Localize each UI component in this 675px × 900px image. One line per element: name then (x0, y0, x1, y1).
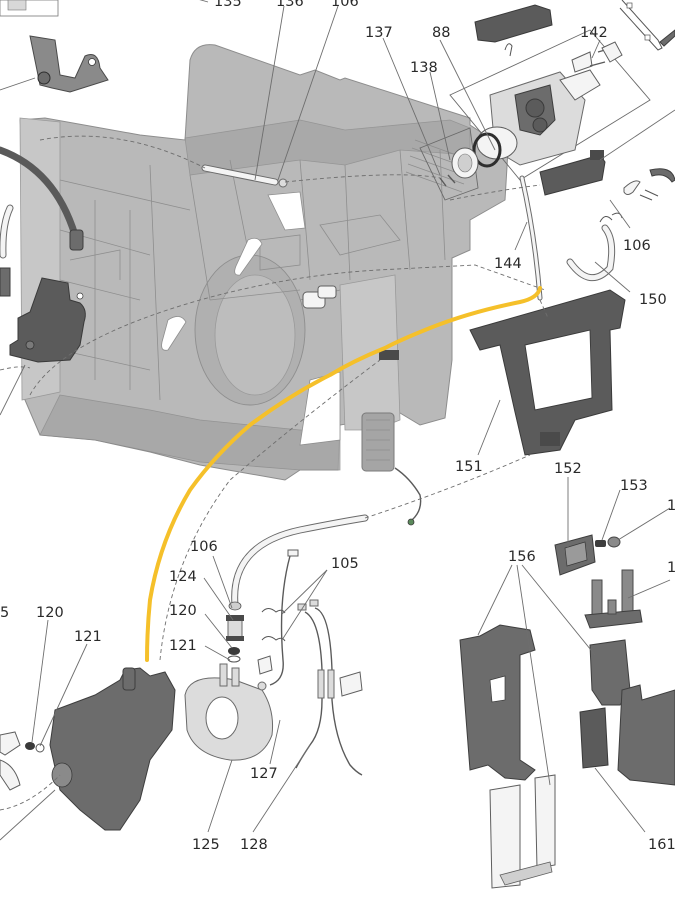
right-housing (617, 684, 675, 786)
left-dark-bracket (9, 277, 86, 363)
part-label-106-mid: 106 (190, 539, 218, 555)
part-label-128: 128 (240, 837, 268, 853)
pressure-sensor-block (361, 350, 422, 526)
part-label-106-right: 106 (623, 238, 651, 254)
cap-154 (607, 536, 621, 548)
part-labels: 135 136 106 137 88 142 138 106 144 150 1… (0, 0, 675, 853)
part-label-127: 127 (250, 766, 278, 782)
silver-tubes-156 (489, 774, 556, 889)
part-label-88: 88 (432, 25, 450, 41)
top-left-bracket-135 (29, 35, 109, 93)
connector-142 (504, 41, 623, 73)
tall-bracket-156 (459, 624, 536, 781)
left-hose (0, 146, 84, 251)
part-label-155: 1 (667, 560, 675, 576)
leader-lines (0, 0, 675, 841)
part-label-161: 161 (648, 837, 675, 853)
part-label-121-left: 121 (74, 629, 102, 645)
part-label-120-left: 120 (36, 605, 64, 621)
right-dark-connector (539, 150, 606, 196)
part-label-124: 124 (169, 569, 197, 585)
block-152 (554, 534, 596, 576)
top-dark-handle (474, 4, 553, 43)
part-label-154: 1 (667, 498, 675, 514)
dark-frame-151 (469, 289, 626, 456)
wire-127 (257, 549, 299, 691)
frame-hose-136 (201, 164, 288, 188)
spout-155 (584, 569, 643, 629)
hose-106-mid (228, 514, 369, 611)
part-label-152: 152 (554, 461, 582, 477)
part-label-125-left: 5 (0, 605, 9, 621)
right-clip (623, 168, 675, 201)
part-label-156: 156 (508, 549, 536, 565)
part-label-153: 153 (620, 478, 648, 494)
top-left-box-part (0, 0, 59, 17)
thermostat-wires-128 (295, 599, 363, 776)
left-thin-tube (0, 204, 14, 297)
part-label-135: 135 (214, 0, 242, 10)
boiler-125 (184, 663, 273, 761)
frame-connector (302, 285, 337, 309)
main-chassis-frame (19, 44, 509, 481)
bracket-127 (257, 655, 273, 675)
top-right-bracket (619, 0, 675, 51)
assembly-dashed-lines (0, 135, 549, 811)
part-label-144: 144 (494, 256, 522, 272)
long-tube-144 (519, 175, 543, 301)
left-edge-parts-120-121 (0, 731, 45, 791)
fitting-124-stack (226, 615, 244, 663)
brew-valve-assembly-88 (439, 69, 601, 187)
part-label-138: 138 (410, 60, 438, 76)
spring-153 (595, 540, 606, 547)
part-label-106: 106 (331, 0, 359, 10)
u-hose-150 (566, 212, 623, 281)
part-label-137: 137 (365, 25, 393, 41)
part-label-125: 125 (192, 837, 220, 853)
part-label-120-mid: 120 (169, 603, 197, 619)
boiler-cover-left (49, 667, 176, 831)
part-label-121-mid: 121 (169, 638, 197, 654)
part-label-142: 142 (580, 25, 608, 41)
part-label-150: 150 (639, 292, 667, 308)
part-label-105: 105 (331, 556, 359, 572)
part-label-136: 136 (276, 0, 304, 10)
panel-161 (579, 707, 609, 769)
part-label-151: 151 (455, 459, 483, 475)
spout-cover-156 (589, 639, 631, 706)
highlight-annotation-line (145, 286, 542, 662)
